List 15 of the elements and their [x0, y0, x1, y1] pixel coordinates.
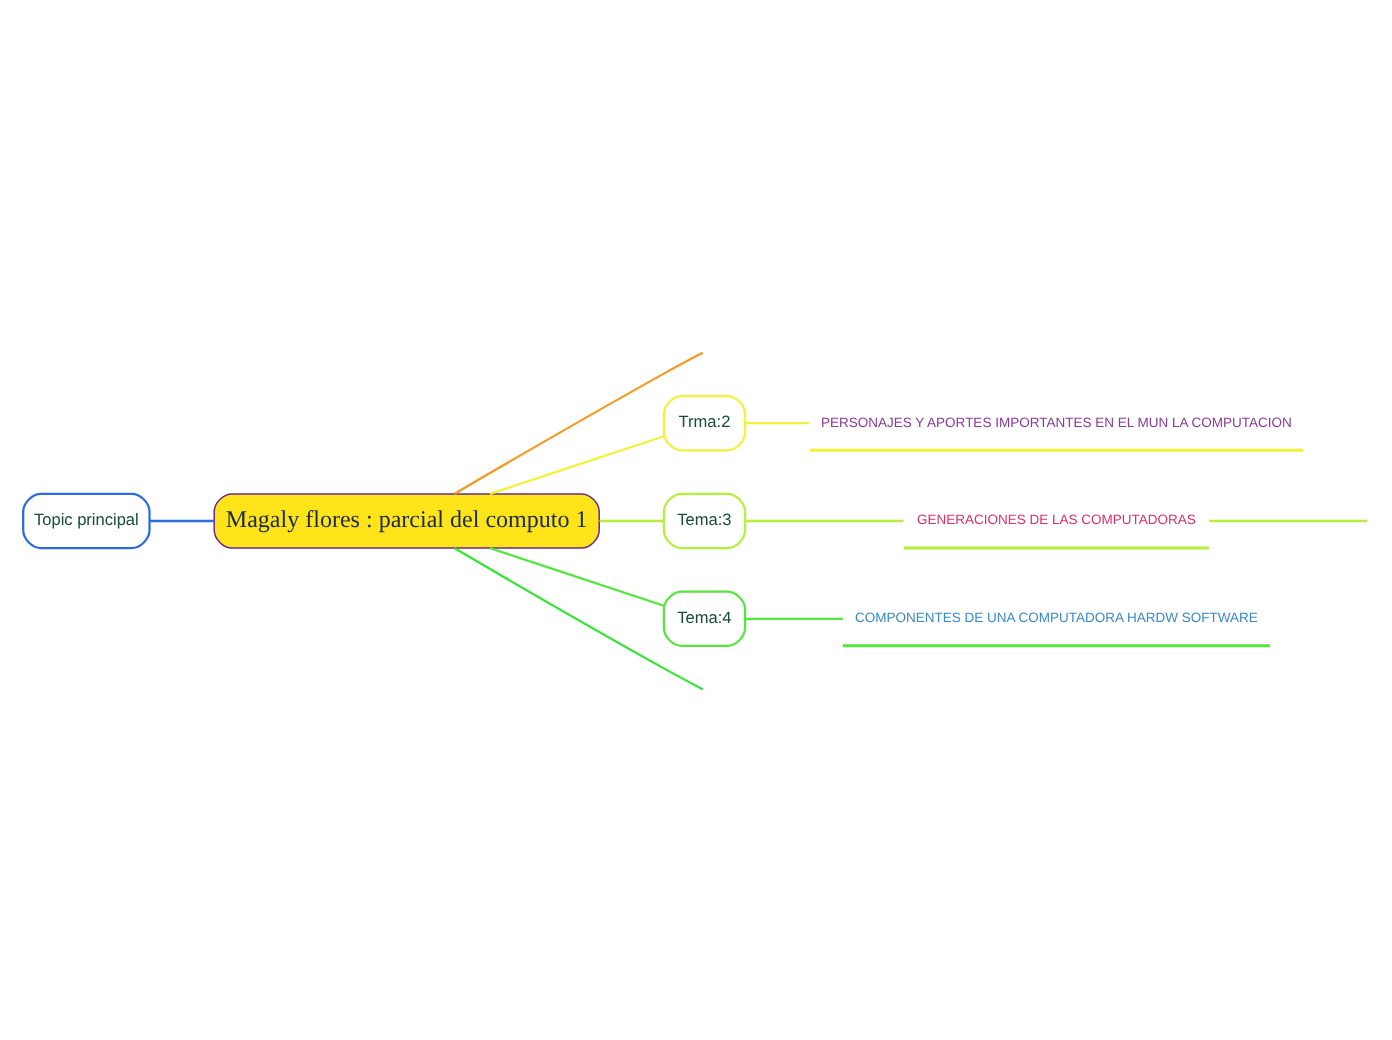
connector [599, 518, 664, 522]
node-box: Topic principal [22, 491, 151, 549]
connector [149, 518, 215, 522]
connector [454, 350, 704, 494]
connector [745, 518, 904, 522]
connector [1209, 518, 1368, 522]
node-box: Tema:4 [662, 589, 747, 646]
connector [489, 546, 665, 606]
node-box: Trma:2 [662, 394, 747, 451]
connector [745, 421, 810, 424]
connector [489, 434, 665, 494]
connector [454, 546, 704, 690]
node-box: Magaly flores : parcial del computo 1 [213, 492, 600, 548]
node-box: Tema:3 [662, 491, 747, 549]
connector [745, 616, 843, 619]
